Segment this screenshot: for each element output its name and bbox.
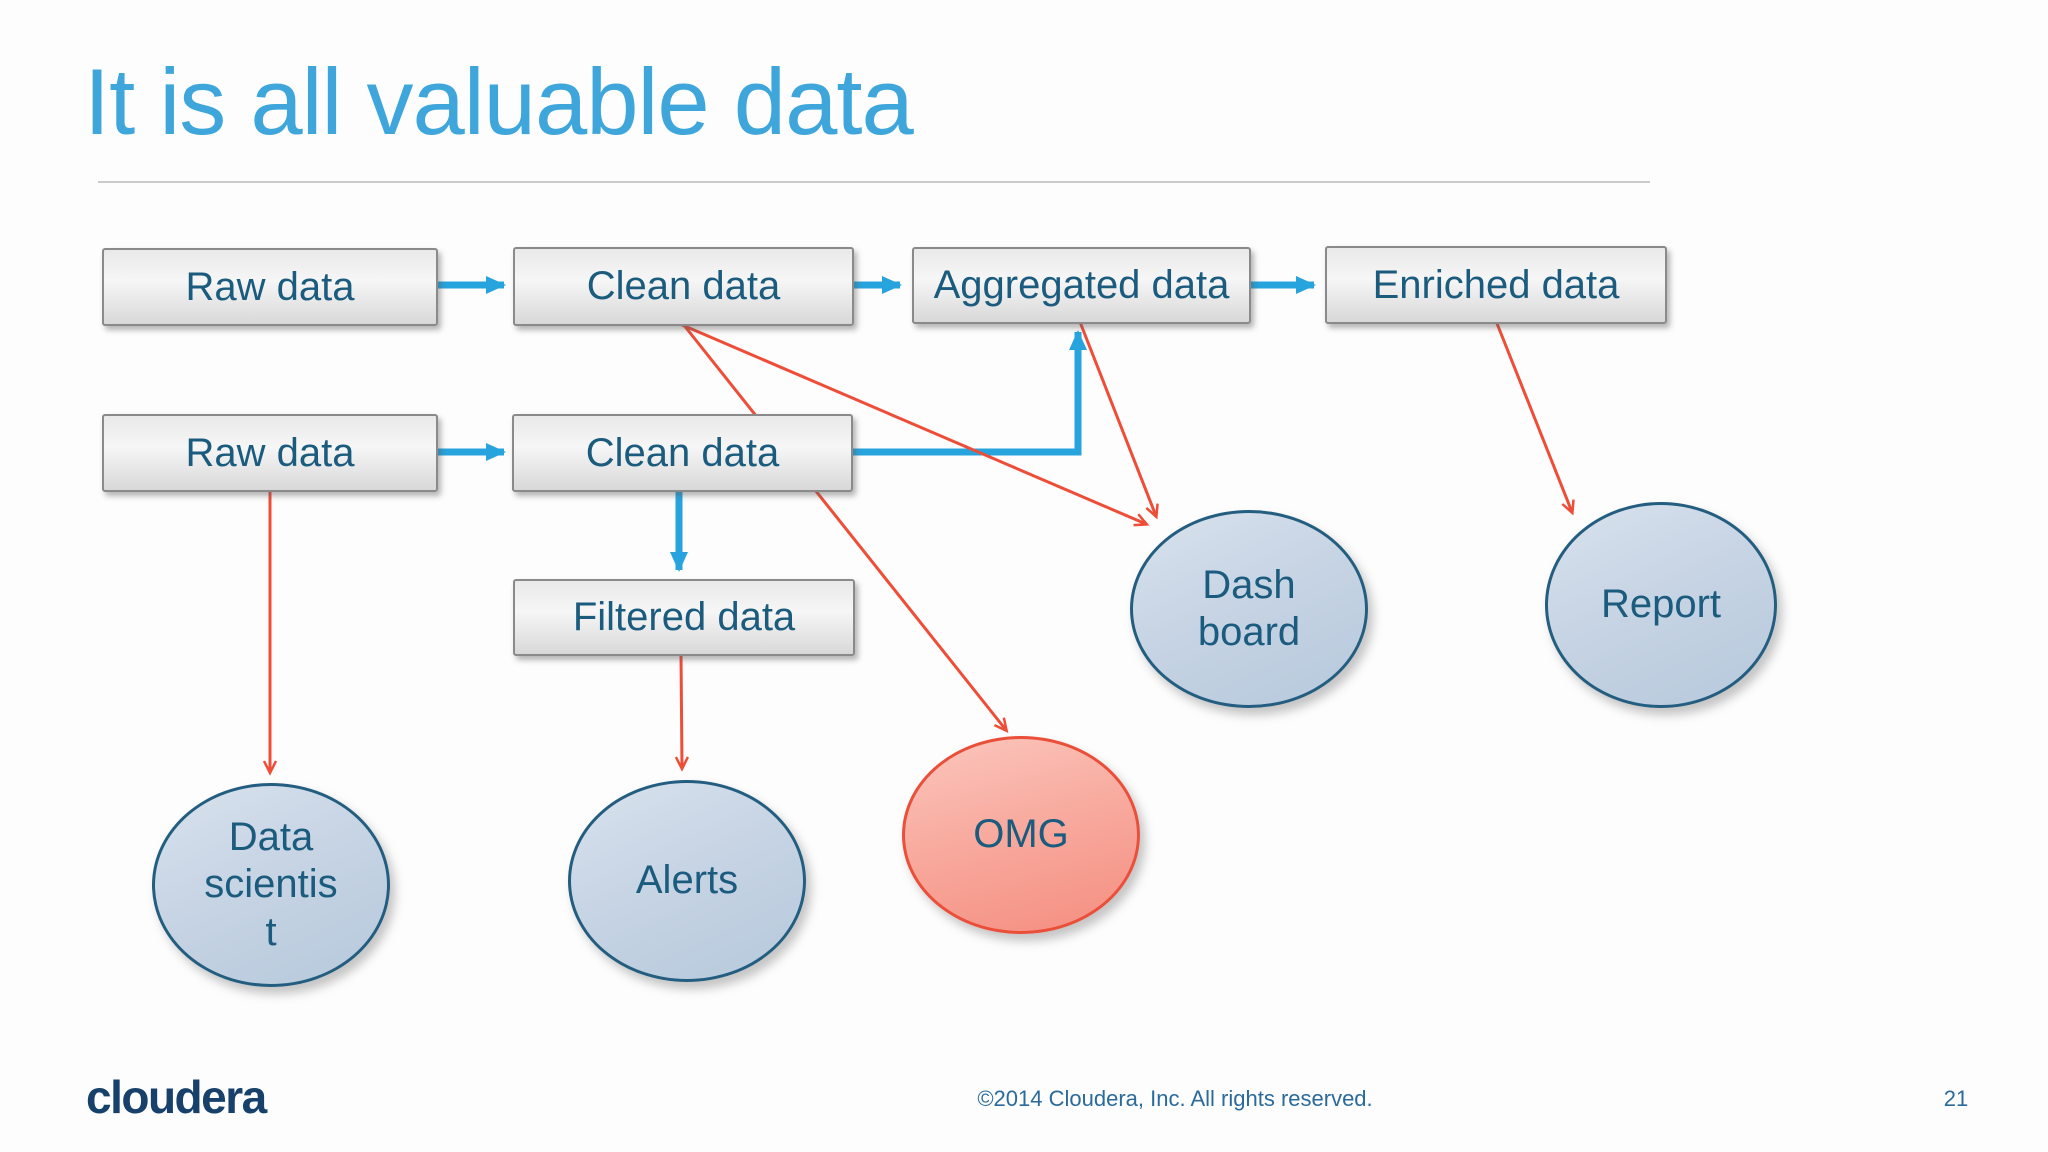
- node-label-line: scientis: [204, 862, 338, 907]
- edge-clean1-dashboard: [679, 322, 1146, 524]
- edge-aggregated-dashboard: [1078, 321, 1156, 516]
- node-alerts: Alerts: [568, 780, 806, 982]
- cloudera-logo: cloudera: [86, 1071, 267, 1123]
- edge-enriched-report: [1494, 320, 1572, 512]
- slide-title: It is all valuable data: [84, 49, 914, 154]
- node-label: Clean data: [585, 430, 780, 475]
- node-label-line: Data: [228, 815, 314, 860]
- node-label: Enriched data: [1372, 262, 1620, 307]
- node-enriched-data: Enriched data: [1325, 246, 1667, 324]
- edge-clean1-omg: [681, 323, 1006, 730]
- node-label-line: t: [265, 909, 277, 954]
- node-data-scientist: Data scientis t: [152, 783, 390, 987]
- node-label: Aggregated data: [933, 263, 1230, 307]
- title-divider: [98, 181, 1650, 183]
- node-label-line: board: [1197, 610, 1301, 654]
- node-aggregated-data: Aggregated data: [912, 247, 1251, 324]
- node-dashboard: Dash board: [1130, 510, 1368, 708]
- node-raw-data-2: Raw data: [102, 414, 438, 492]
- copyright-text: ©2014 Cloudera, Inc. All rights reserved…: [977, 1086, 1373, 1111]
- edge-clean2-aggregated: [849, 330, 1087, 456]
- node-label: Raw data: [185, 430, 355, 475]
- edge-filtered-alerts: [681, 653, 682, 768]
- node-label: Filtered data: [572, 595, 796, 639]
- node-clean-data-1: Clean data: [513, 247, 854, 326]
- node-label: Report: [1600, 582, 1722, 627]
- node-report: Report: [1545, 502, 1777, 708]
- node-label: Raw data: [185, 264, 355, 309]
- node-clean-data-2: Clean data: [512, 414, 853, 492]
- node-filtered-data: Filtered data: [513, 579, 855, 656]
- node-omg: OMG: [902, 736, 1140, 934]
- node-label: Alerts: [635, 858, 739, 903]
- node-label: OMG: [973, 812, 1069, 857]
- node-label: Clean data: [586, 264, 781, 308]
- node-label-line: Dash: [1202, 562, 1296, 607]
- page-number: 21: [1943, 1086, 1969, 1111]
- node-raw-data-1: Raw data: [102, 248, 438, 326]
